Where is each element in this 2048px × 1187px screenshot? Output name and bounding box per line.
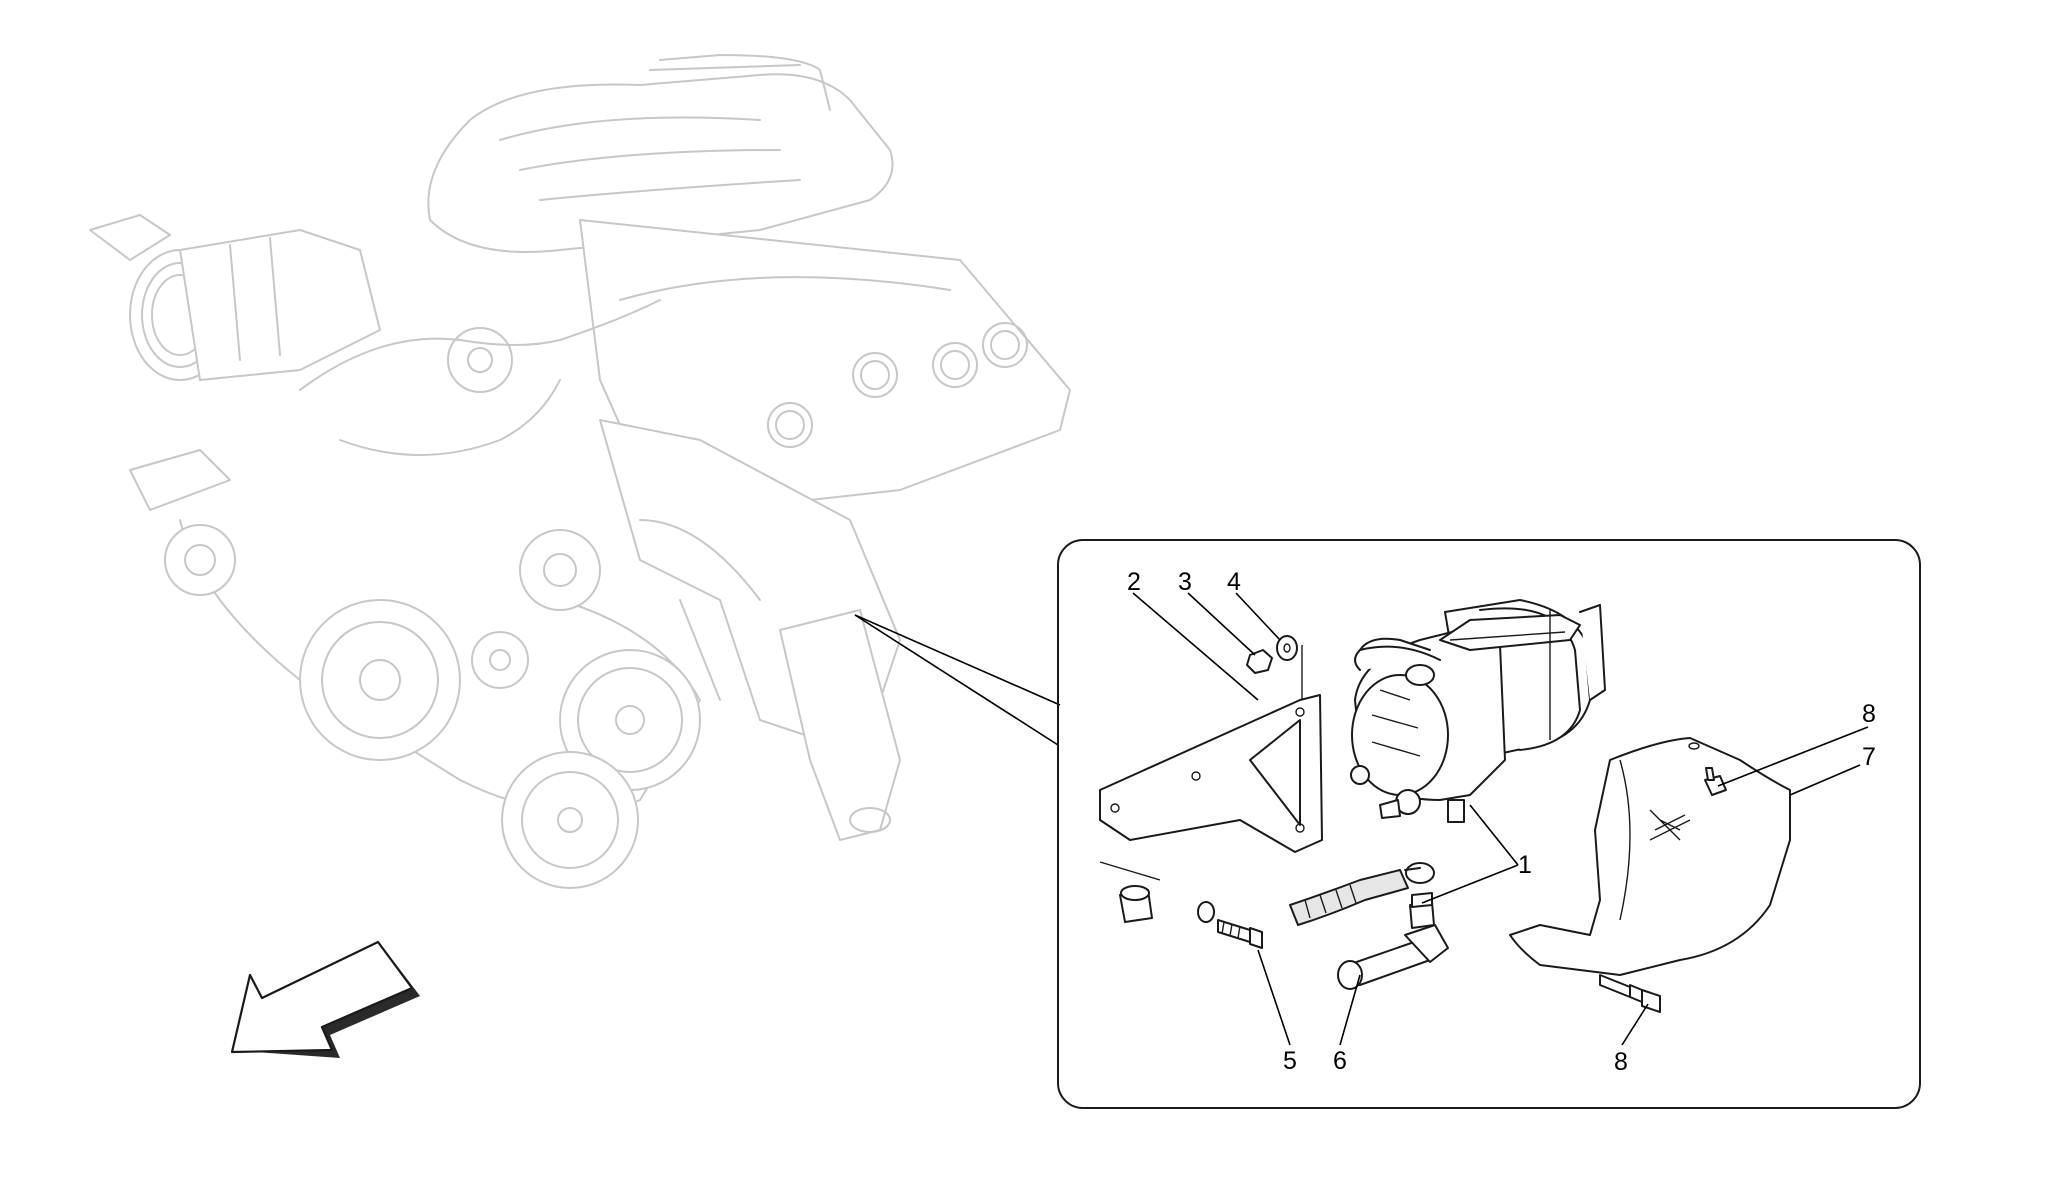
- engine-assembly: [89, 54, 1071, 889]
- callout-4: 4: [1227, 568, 1241, 596]
- heat-shield-bolt-lower: [1599, 974, 1661, 1013]
- callout-7: 7: [1862, 743, 1876, 771]
- callout-5: 5: [1283, 1047, 1297, 1075]
- callout-2: 2: [1127, 568, 1141, 596]
- bolt: [1197, 901, 1263, 949]
- washer: [1276, 635, 1298, 661]
- nut: [1246, 649, 1273, 674]
- direction-arrow-icon: [230, 940, 420, 1058]
- grommet: [1119, 885, 1153, 923]
- detail-zoom-pointer: [854, 614, 1061, 746]
- heat-shield: [1509, 737, 1791, 976]
- callout-1: 1: [1518, 851, 1532, 879]
- starter-motor: [1350, 599, 1606, 823]
- callouts: 2 3 4 1 5 6 7 8 8: [1127, 568, 1876, 1076]
- leader-lines: [1132, 592, 1869, 1046]
- starter-cable: [1289, 862, 1449, 990]
- detail-view-frame: [1057, 539, 1921, 1109]
- callout-6: 6: [1333, 1047, 1347, 1075]
- mounting-bracket: [1099, 694, 1323, 853]
- callout-8-upper: 8: [1862, 700, 1876, 728]
- callout-8-lower: 8: [1614, 1048, 1628, 1076]
- heat-shield-bolt-upper: [1704, 767, 1727, 796]
- callout-3: 3: [1178, 568, 1192, 596]
